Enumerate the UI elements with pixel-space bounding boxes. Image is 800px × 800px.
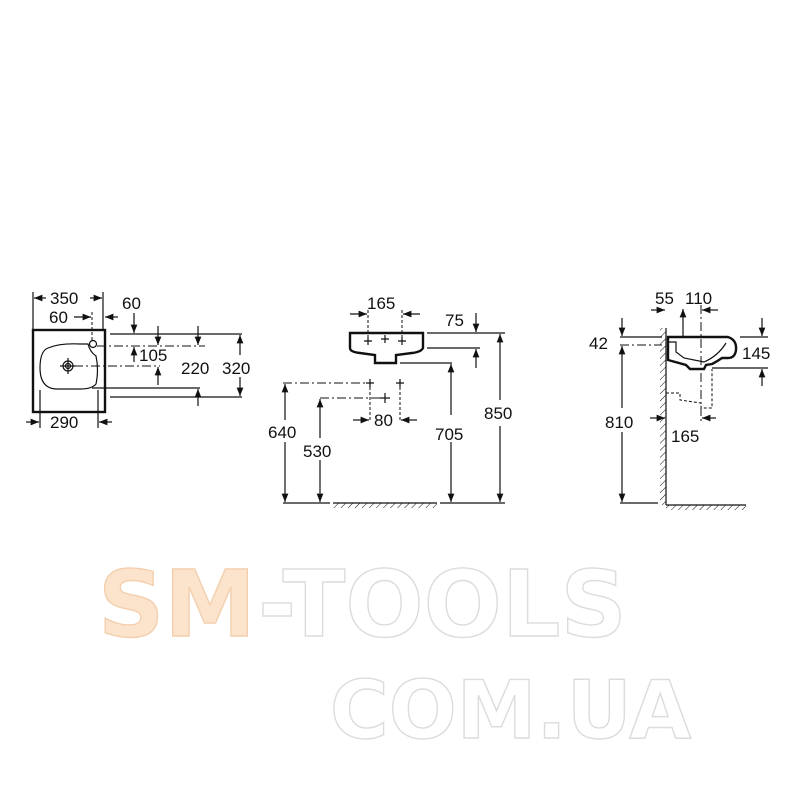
dim-105: 105 <box>139 346 167 365</box>
dim-42: 42 <box>589 334 608 353</box>
dim-165-front: 165 <box>367 294 395 313</box>
dim-80: 80 <box>374 411 393 430</box>
watermark-domain: COM.UA <box>330 664 691 757</box>
dim-165-side: 165 <box>671 427 699 446</box>
dim-850: 850 <box>484 404 512 423</box>
watermark-tools: -TOOLS <box>258 551 627 658</box>
basin-outline-front <box>348 331 425 365</box>
dim-110: 110 <box>685 289 712 308</box>
basin-profile <box>666 335 738 371</box>
dim-60-right: 60 <box>122 294 141 313</box>
watermark: SM -TOOLS COM.UA <box>97 550 692 757</box>
dim-220: 220 <box>181 359 209 378</box>
dim-290: 290 <box>50 413 78 432</box>
dim-60-left: 60 <box>49 308 68 327</box>
top-view: 350 60 60 105 220 320 290 <box>26 289 250 432</box>
front-view: 165 75 850 705 80 640 530 <box>268 294 512 508</box>
watermark-sm: SM <box>98 551 256 658</box>
tap-hole-icon <box>88 339 98 349</box>
basin-outline-top <box>31 328 107 414</box>
dim-75: 75 <box>445 311 464 330</box>
bowl-outline <box>39 343 99 390</box>
wall-hatch <box>660 328 666 505</box>
trap-outline <box>666 369 713 409</box>
dim-530: 530 <box>303 442 331 461</box>
floor-hatch-side <box>666 505 746 510</box>
dim-705: 705 <box>435 425 463 444</box>
dim-145: 145 <box>742 344 770 363</box>
dim-640: 640 <box>268 423 296 442</box>
dim-320: 320 <box>222 359 250 378</box>
dim-55: 55 <box>655 289 674 308</box>
dim-350: 350 <box>50 289 78 308</box>
tap-hole-markers <box>364 335 406 345</box>
supply-markers <box>366 379 404 403</box>
dim-810: 810 <box>605 413 633 432</box>
side-view: 42 810 55 110 145 165 <box>589 289 770 510</box>
floor-hatch <box>333 503 437 508</box>
